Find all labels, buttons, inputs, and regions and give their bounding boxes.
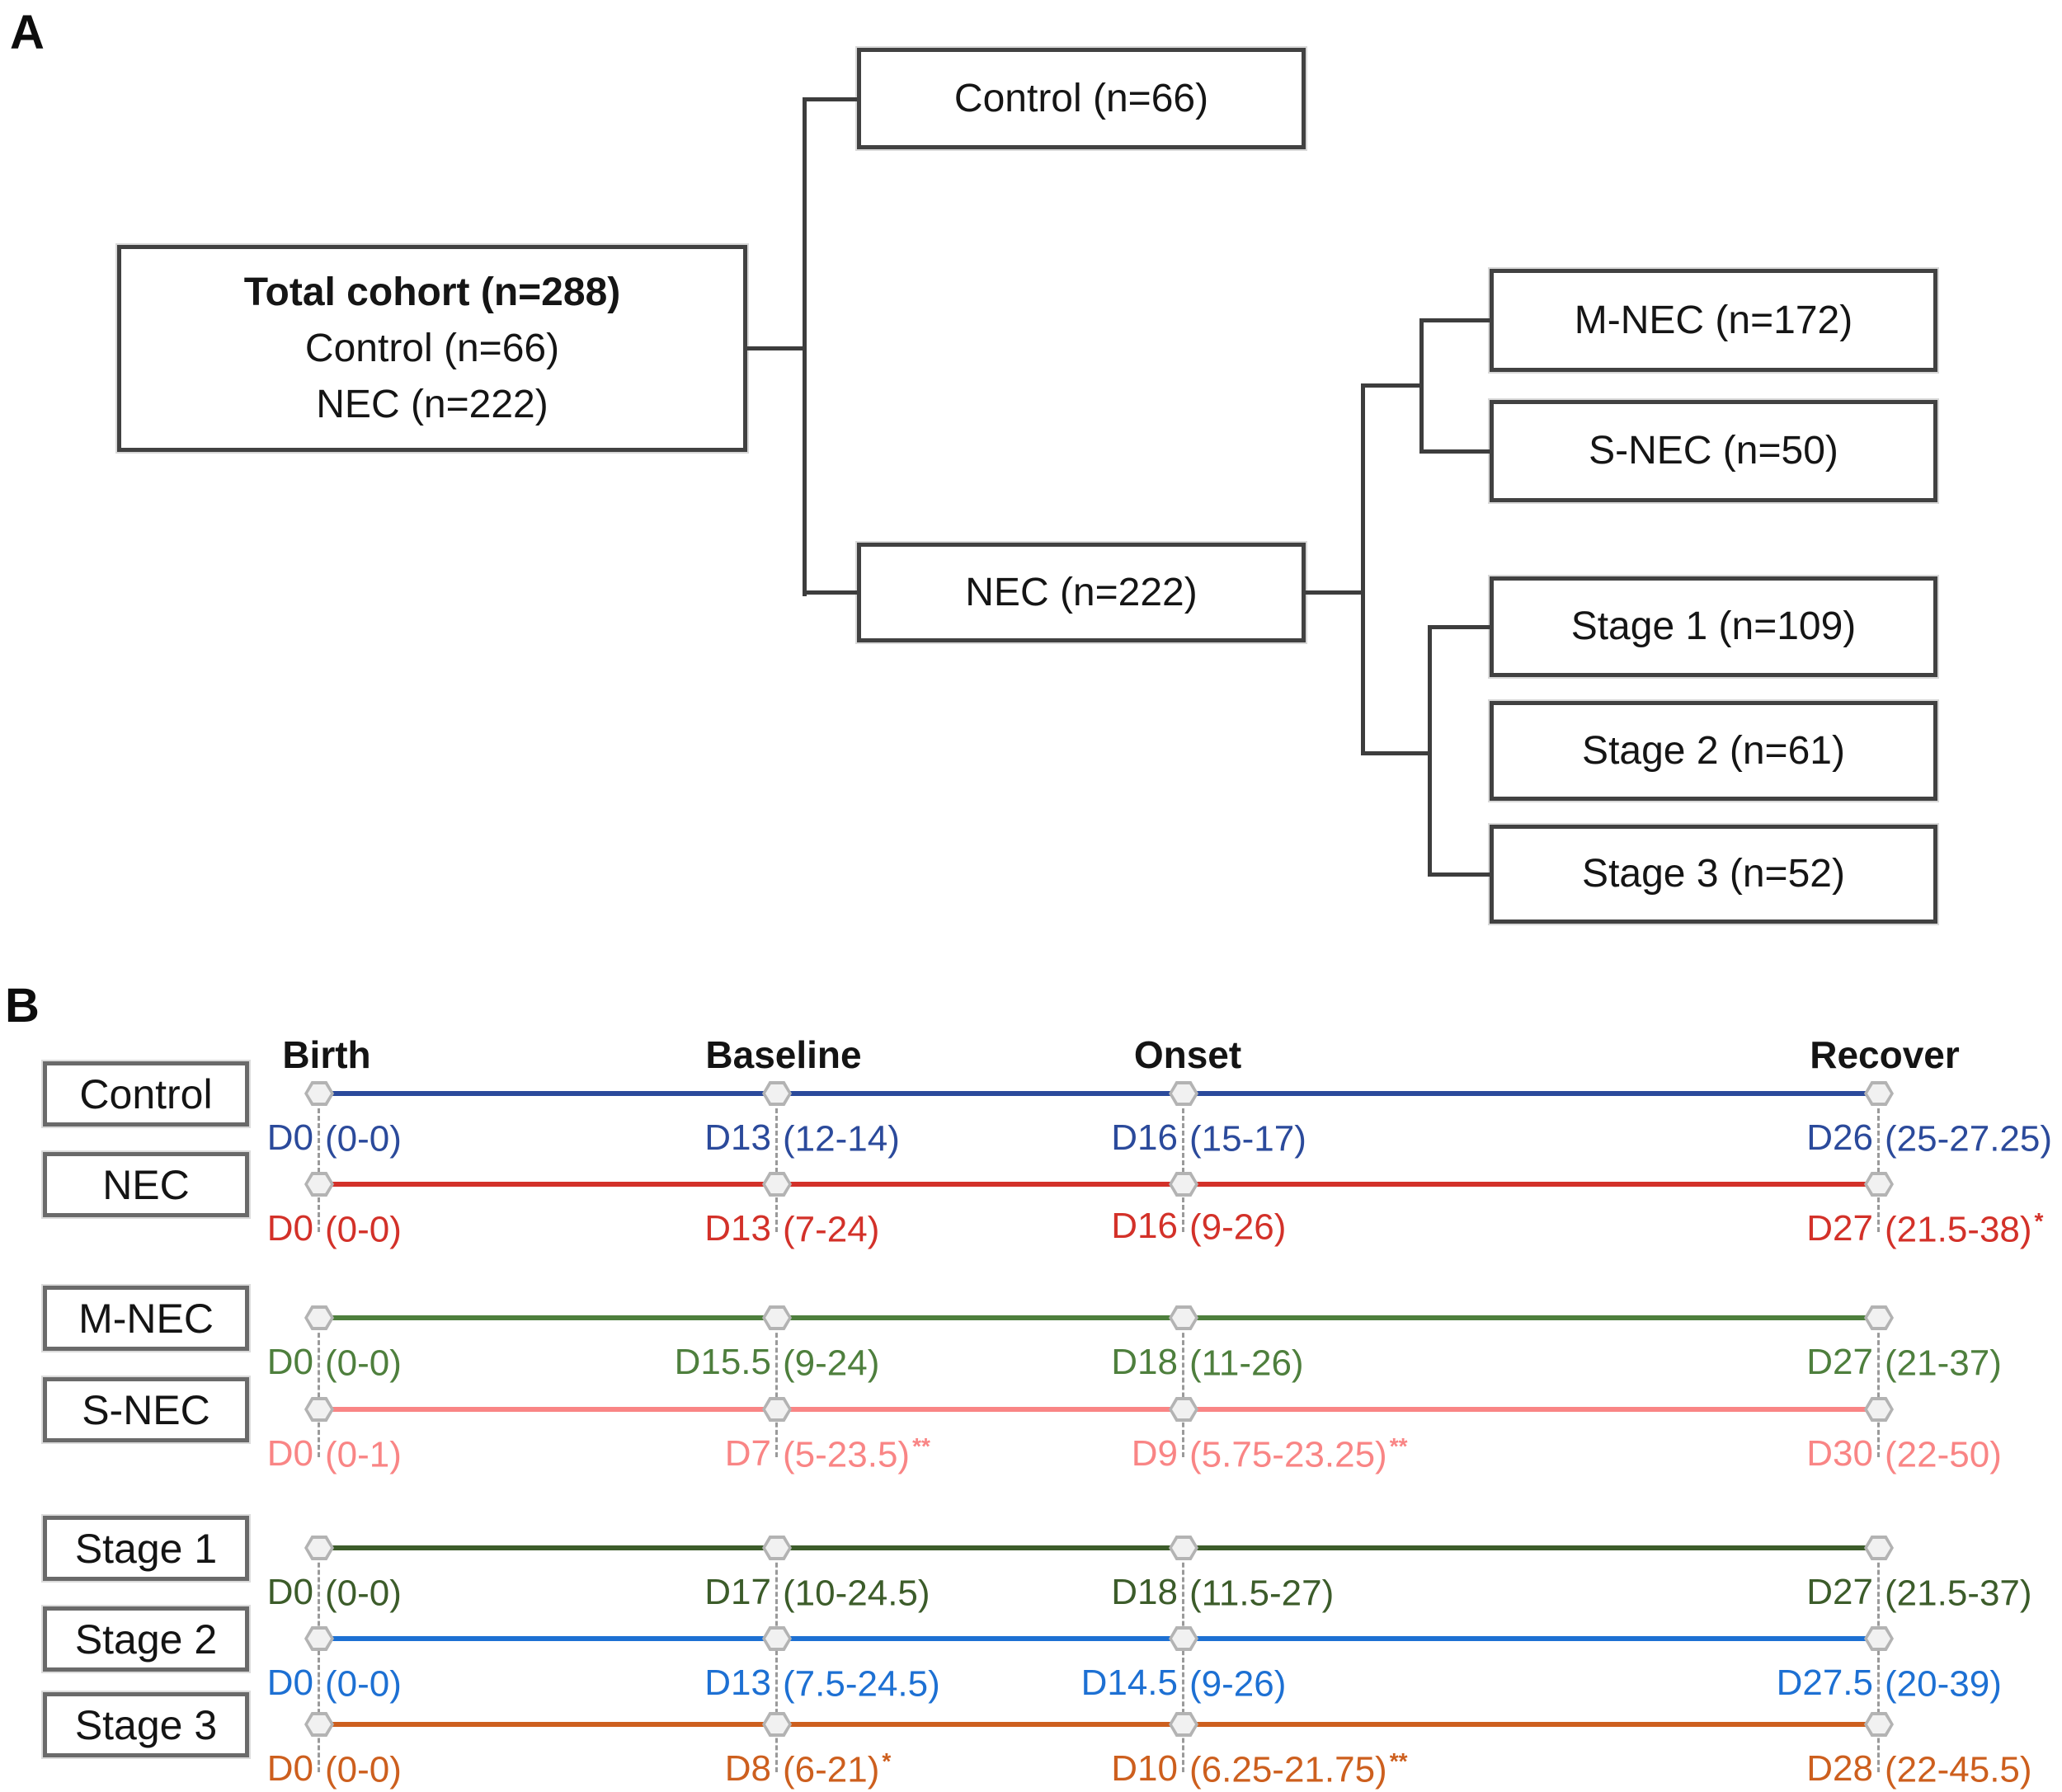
panel-b-label: B (5, 979, 40, 1032)
column-dash-line (1182, 1318, 1184, 1457)
flow-box-control-label: Control (n=66) (953, 76, 1209, 120)
timepoint-marker (762, 1397, 792, 1422)
timepoint-marker (1169, 1712, 1198, 1737)
row-label-box-nec: NEC (43, 1152, 249, 1217)
column-dash-line (318, 1318, 320, 1457)
connector-line (1429, 625, 1490, 629)
timepoint-marker (1169, 1397, 1198, 1422)
timepoint-marker (762, 1626, 792, 1651)
column-header-recover: Recover (1810, 1033, 1960, 1076)
connector-line (1419, 318, 1424, 454)
connector-line (1428, 625, 1432, 877)
flow-box-stage3-label: Stage 3 (n=52) (1582, 852, 1845, 896)
flow-box-stage2-label: Stage 2 (n=61) (1582, 728, 1845, 773)
connector-line (1421, 449, 1490, 454)
row-label-box-stage1: Stage 1 (43, 1516, 249, 1581)
flow-box-total-cohort: Total cohort (n=288) Control (n=66) NEC … (117, 245, 747, 452)
column-dash-line (318, 1094, 320, 1232)
connector-line (1429, 872, 1490, 877)
timepoint-marker (1864, 1081, 1894, 1106)
timepoint-marker (762, 1536, 792, 1560)
timepoint-marker (762, 1712, 792, 1737)
column-dash-line (1877, 1318, 1880, 1457)
total-cohort-nec-count: NEC (n=222) (316, 382, 548, 426)
timepoint-marker (1864, 1172, 1894, 1197)
timeline-line (319, 1315, 1879, 1320)
row-label: Stage 3 (74, 1701, 218, 1748)
connector-line (1421, 318, 1490, 322)
column-dash-line (775, 1318, 778, 1457)
timeline-line (319, 1091, 1879, 1096)
connector-line (747, 346, 804, 350)
flow-box-stage3: Stage 3 (n=52) (1490, 825, 1937, 924)
flow-box-stage2: Stage 2 (n=61) (1490, 701, 1937, 801)
flow-box-mnec: M-NEC (n=172) (1490, 269, 1937, 372)
flow-box-nec-label: NEC (n=222) (965, 570, 1198, 614)
timeline-line (319, 1407, 1879, 1412)
timepoint-marker (304, 1712, 334, 1737)
flow-box-stage1-label: Stage 1 (n=109) (1570, 604, 1857, 648)
flow-box-mnec-label: M-NEC (n=172) (1574, 298, 1853, 342)
timepoint-marker (1169, 1626, 1198, 1651)
row-label-box-mnec: M-NEC (43, 1286, 249, 1351)
column-dash-line (318, 1548, 320, 1772)
flow-box-snec-label: S-NEC (n=50) (1589, 429, 1838, 473)
row-label: Stage 2 (74, 1616, 218, 1663)
column-dash-line (775, 1548, 778, 1772)
column-dash-line (1877, 1548, 1880, 1772)
connector-line (803, 97, 807, 596)
flow-box-stage1: Stage 1 (n=109) (1490, 576, 1937, 677)
connector-line (1361, 383, 1365, 755)
timepoint-marker (1864, 1536, 1894, 1560)
timepoint-marker (304, 1626, 334, 1651)
row-label-box-control: Control (43, 1061, 249, 1126)
flow-box-nec: NEC (n=222) (857, 543, 1306, 642)
timepoint-marker (1864, 1397, 1894, 1422)
timeline-line (319, 1545, 1879, 1550)
column-header-birth: Birth (282, 1033, 371, 1076)
flow-box-snec: S-NEC (n=50) (1490, 400, 1937, 502)
row-label-box-stage3: Stage 3 (43, 1692, 249, 1757)
column-dash-line (1877, 1094, 1880, 1232)
timepoint-marker (762, 1172, 792, 1197)
timepoint-marker (304, 1397, 334, 1422)
timepoint-marker (1169, 1305, 1198, 1330)
timepoint-marker (1169, 1536, 1198, 1560)
row-label: M-NEC (78, 1295, 214, 1342)
column-dash-line (1182, 1094, 1184, 1232)
connector-line (804, 590, 857, 595)
row-label: Stage 1 (74, 1525, 218, 1572)
timeline-line (319, 1182, 1879, 1187)
row-label-box-stage2: Stage 2 (43, 1606, 249, 1672)
row-label: S-NEC (82, 1386, 210, 1433)
connector-line (1306, 590, 1363, 595)
row-label: NEC (102, 1161, 190, 1208)
timepoint-marker (1169, 1081, 1198, 1106)
connector-line (1363, 383, 1421, 388)
timepoint-marker (304, 1305, 334, 1330)
connector-line (804, 97, 857, 101)
panel-a-label: A (10, 6, 45, 59)
total-cohort-title: Total cohort (n=288) (243, 270, 621, 314)
connector-line (1363, 751, 1429, 755)
timeline-line (319, 1636, 1879, 1641)
column-header-baseline: Baseline (705, 1033, 862, 1076)
timepoint-marker (1864, 1712, 1894, 1737)
timepoint-marker (1864, 1305, 1894, 1330)
timepoint-marker (762, 1305, 792, 1330)
timepoint-marker (1864, 1626, 1894, 1651)
column-header-onset: Onset (1133, 1033, 1242, 1076)
column-dash-line (775, 1094, 778, 1232)
row-label-box-snec: S-NEC (43, 1377, 249, 1442)
timepoint-marker (304, 1536, 334, 1560)
timepoint-marker (1169, 1172, 1198, 1197)
row-label: Control (79, 1070, 213, 1117)
column-dash-line (1182, 1548, 1184, 1772)
timepoint-marker (304, 1172, 334, 1197)
timepoint-marker (304, 1081, 334, 1106)
total-cohort-control-count: Control (n=66) (304, 326, 560, 370)
timepoint-marker (762, 1081, 792, 1106)
flow-box-control: Control (n=66) (857, 48, 1306, 149)
timeline-line (319, 1722, 1879, 1727)
